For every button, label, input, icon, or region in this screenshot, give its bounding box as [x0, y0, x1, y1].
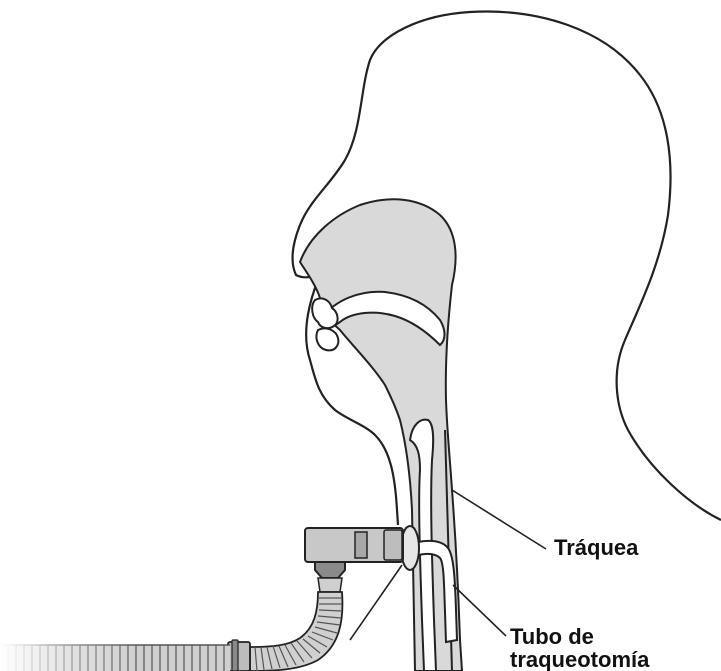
hose-cuff-band: [232, 640, 238, 671]
tube-label-line-1: Tubo de: [510, 625, 649, 648]
t-piece-adapter: [315, 562, 345, 578]
t-piece-end-cap: [384, 530, 402, 560]
t-piece-inner-band: [355, 532, 367, 558]
t-piece-adapter-cone: [318, 578, 342, 592]
trachea-label: Tráquea: [554, 537, 638, 559]
tube-label-line-2: traqueotomía: [510, 648, 649, 671]
horizontal-hose: [0, 640, 230, 671]
tube-leader-line: [453, 585, 506, 636]
tracheostomy-tube-label: Tubo de traqueotomía: [510, 625, 649, 671]
hose-cuff: [228, 642, 250, 671]
trachea-leader-line: [452, 490, 546, 549]
lower-lip-outline: [316, 328, 338, 350]
corrugated-ventilator-hose: [250, 592, 342, 671]
tube-tie-line: [350, 565, 402, 640]
